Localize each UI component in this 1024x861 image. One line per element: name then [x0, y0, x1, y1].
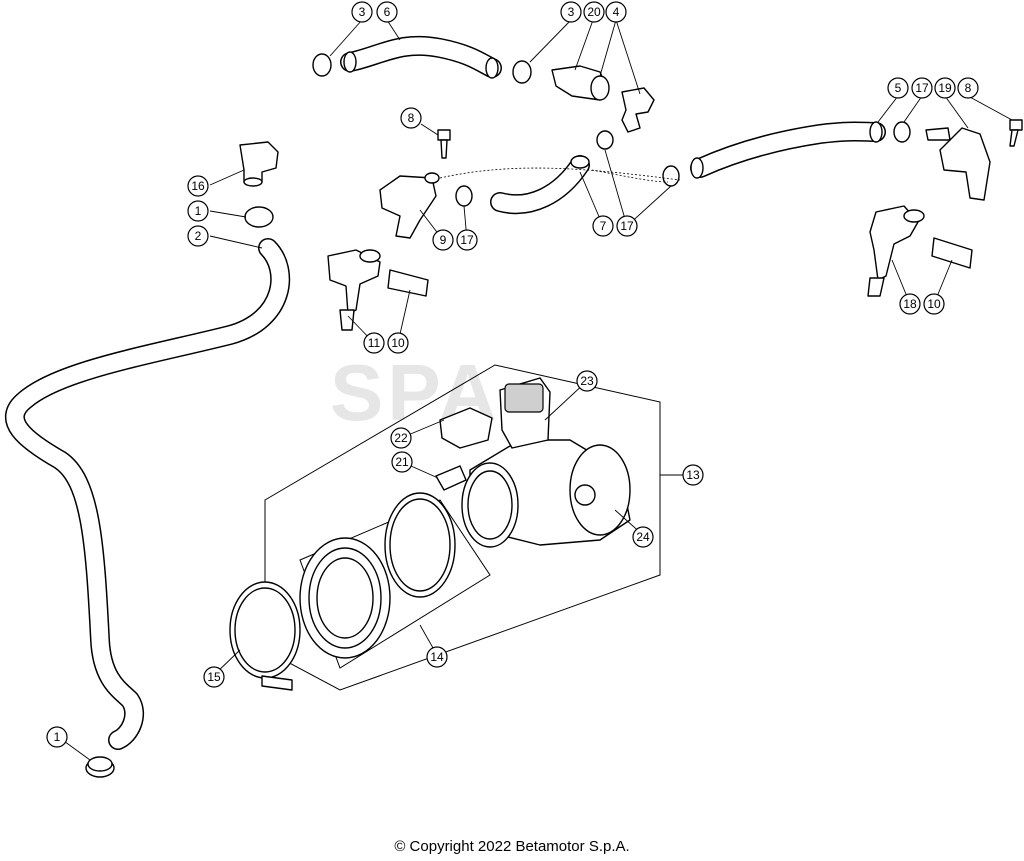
svg-text:2: 2: [195, 229, 202, 243]
callout-16: 16: [187, 175, 209, 197]
connector-cap-right: [931, 237, 973, 269]
svg-text:19: 19: [938, 81, 952, 95]
callout-22: 22: [390, 427, 412, 449]
screw-8-right: [1009, 119, 1023, 147]
fuel-hose-top: [340, 35, 502, 79]
callout-8: 8: [400, 107, 422, 129]
svg-text:3: 3: [359, 5, 366, 19]
svg-text:22: 22: [394, 431, 408, 445]
svg-text:7: 7: [600, 219, 607, 233]
callout-1: 1: [187, 200, 209, 222]
elbow-fitting: [239, 141, 279, 187]
svg-text:4: 4: [613, 5, 620, 19]
callout-23: 23: [576, 370, 598, 392]
ring-17-mid: [596, 130, 614, 150]
callout-9: 9: [432, 229, 454, 251]
intake-rubber: [299, 537, 391, 659]
fuel-rail-right: [925, 127, 991, 201]
leader-lines: [56, 19, 1013, 761]
svg-text:1: 1: [195, 204, 202, 218]
callout-10: 10: [923, 293, 945, 315]
fuel-hose-7: [490, 155, 590, 215]
callout-3: 3: [560, 1, 582, 23]
callout-15: 15: [203, 666, 225, 688]
svg-text:23: 23: [580, 374, 594, 388]
svg-text:8: 8: [965, 81, 972, 95]
svg-text:11: 11: [368, 336, 381, 350]
svg-text:10: 10: [927, 297, 941, 311]
screw-8-left: [437, 129, 451, 159]
callout-5: 5: [887, 77, 909, 99]
clamp-17-b: [662, 165, 680, 187]
callout-6: 6: [376, 1, 398, 23]
callout-10: 10: [387, 332, 409, 354]
svg-text:15: 15: [207, 670, 221, 684]
svg-text:21: 21: [395, 455, 409, 469]
hose-clamp-upper: [244, 206, 274, 228]
svg-text:8: 8: [408, 111, 415, 125]
assembly-line-a: [439, 167, 681, 181]
svg-text:18: 18: [903, 297, 917, 311]
callout-1: 1: [46, 726, 68, 748]
callout-list: 3 6 3 20 4 5 17 19 8 8 16 1 2 9 17 7 17 …: [46, 1, 979, 748]
callout-2: 2: [187, 225, 209, 247]
svg-text:24: 24: [636, 530, 650, 544]
injector-right: [867, 205, 925, 297]
connector-cap-left: [387, 269, 429, 297]
svg-text:17: 17: [915, 81, 929, 95]
svg-text:3: 3: [568, 5, 575, 19]
clamp-17-a: [455, 185, 473, 207]
assembly-line-b: [591, 169, 669, 183]
callout-11: 11: [363, 332, 385, 354]
callout-4: 4: [605, 1, 627, 23]
callout-8: 8: [957, 77, 979, 99]
callout-3: 3: [351, 1, 373, 23]
injector-left: [327, 249, 381, 331]
fuel-hose-5: [690, 121, 886, 179]
svg-text:10: 10: [391, 336, 405, 350]
hose-clamp-lower: [85, 756, 115, 778]
svg-text:13: 13: [686, 468, 700, 482]
svg-text:16: 16: [191, 179, 205, 193]
clamp-3-right: [512, 60, 532, 84]
svg-text:17: 17: [620, 219, 634, 233]
callout-17: 17: [456, 229, 478, 251]
t-fitting: [621, 87, 655, 133]
outer-clamp: [229, 581, 301, 691]
coolant-hose: [4, 238, 291, 750]
clamp-3-left: [312, 53, 332, 77]
callout-19: 19: [934, 77, 956, 99]
svg-text:17: 17: [460, 233, 474, 247]
svg-text:1: 1: [54, 730, 61, 744]
callout-24: 24: [632, 526, 654, 548]
callout-21: 21: [391, 451, 413, 473]
copyright-notice: © Copyright 2022 Betamotor S.p.A.: [394, 838, 630, 855]
mounting-bracket: [435, 465, 467, 491]
callout-13: 13: [682, 464, 704, 486]
callout-14: 14: [426, 646, 448, 668]
callout-17: 17: [911, 77, 933, 99]
callout-20: 20: [583, 1, 605, 23]
intake-clamp-ring: [384, 492, 456, 598]
quick-connector: [551, 65, 610, 101]
svg-text:6: 6: [384, 5, 391, 19]
svg-text:14: 14: [430, 650, 444, 664]
svg-text:5: 5: [895, 81, 902, 95]
callout-18: 18: [899, 293, 921, 315]
svg-text:9: 9: [440, 233, 447, 247]
callout-7: 7: [592, 215, 614, 237]
callout-17: 17: [616, 215, 638, 237]
throttle-body: [461, 377, 631, 548]
sensor-connector: [439, 407, 493, 449]
clamp-17-c: [893, 121, 911, 143]
fuel-rail-left: [379, 172, 440, 239]
svg-text:20: 20: [587, 5, 601, 19]
